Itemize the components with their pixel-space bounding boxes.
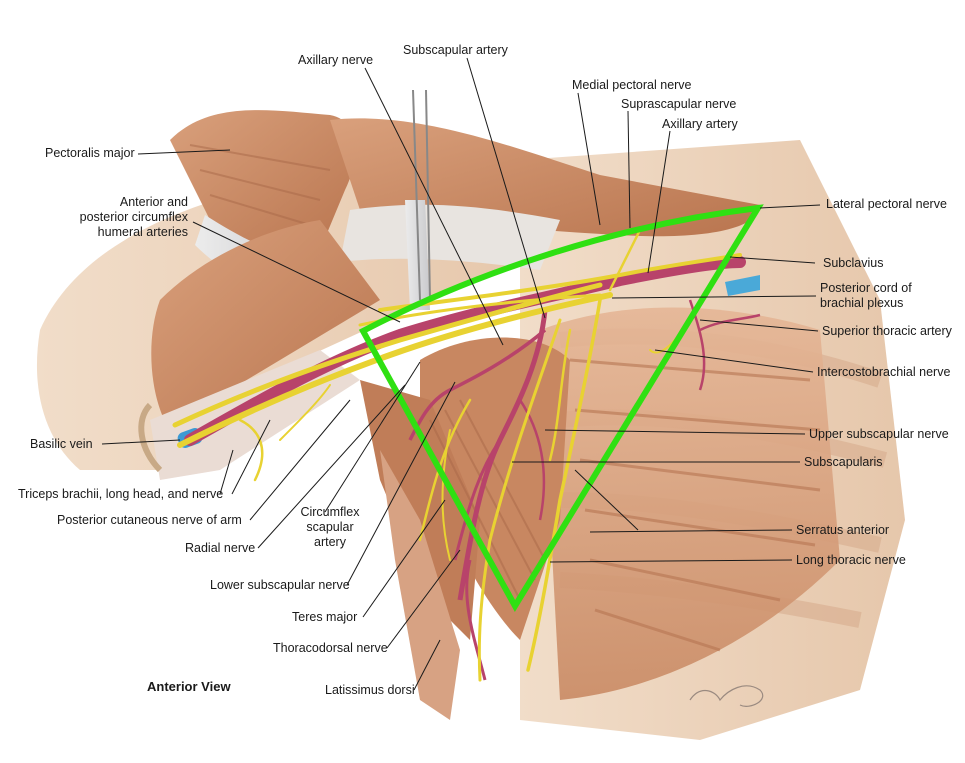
label-intercostobrachial-nerve: Intercostobrachial nerve bbox=[817, 365, 951, 379]
view-title: Anterior View bbox=[147, 679, 231, 694]
latissimus-dorsi-muscle bbox=[380, 450, 460, 720]
label-circumflex-scapular-artery: Circumflex scapular artery bbox=[300, 505, 360, 549]
label-upper-subscapular-nerve: Upper subscapular nerve bbox=[809, 427, 949, 441]
label-posterior-cutaneous-nerve: Posterior cutaneous nerve of arm bbox=[57, 513, 242, 527]
posterior-cord bbox=[378, 253, 742, 312]
label-axillary-nerve: Axillary nerve bbox=[298, 53, 374, 67]
clavipectoral-white bbox=[340, 204, 560, 270]
subscapularis-muscle bbox=[420, 337, 570, 640]
label-lower-subscapular-nerve: Lower subscapular nerve bbox=[210, 578, 350, 592]
label-serratus-anterior: Serratus anterior bbox=[796, 523, 890, 537]
label-subclavius: Subclavius bbox=[823, 256, 884, 270]
arm-lower-tissue bbox=[150, 350, 360, 480]
thoracodorsal-path bbox=[477, 318, 562, 682]
label-subscapular-artery: Subscapular artery bbox=[403, 43, 508, 57]
label-lateral-pectoral-nerve: Lateral pectoral nerve bbox=[826, 197, 947, 211]
label-pectoralis-major: Pectoralis major bbox=[45, 146, 135, 160]
axilla-triangle-highlight bbox=[358, 204, 764, 612]
radial-nerve bbox=[177, 292, 613, 448]
leader-lines bbox=[101, 57, 821, 691]
serratus-anterior-muscle bbox=[540, 307, 840, 700]
label-posterior-cord: Posterior cord of brachial plexus bbox=[820, 281, 912, 310]
label-medial-pectoral-nerve: Medial pectoral nerve bbox=[572, 78, 692, 92]
label-teres-major: Teres major bbox=[292, 610, 358, 624]
label-superior-thoracic-artery: Superior thoracic artery bbox=[822, 324, 952, 338]
label-basilic-vein: Basilic vein bbox=[30, 437, 93, 451]
label-axillary-artery: Axillary artery bbox=[662, 117, 738, 131]
label-long-thoracic-nerve: Long thoracic nerve bbox=[796, 553, 906, 567]
arm-muscle bbox=[151, 220, 380, 430]
axillary-artery bbox=[184, 256, 746, 446]
label-thoracodorsal-nerve: Thoracodorsal nerve bbox=[273, 641, 388, 655]
label-circumflex-humeral-arteries: Anterior and posterior circumflex humera… bbox=[79, 195, 188, 239]
label-radial-nerve: Radial nerve bbox=[185, 541, 256, 555]
label-latissimus-dorsi: Latissimus dorsi bbox=[325, 683, 415, 697]
label-suprascapular-nerve: Suprascapular nerve bbox=[621, 97, 737, 111]
subclavian-vein-end bbox=[725, 275, 760, 296]
label-subscapularis: Subscapularis bbox=[804, 455, 883, 469]
teres-major-muscle bbox=[360, 380, 480, 640]
label-triceps-brachii: Triceps brachii, long head, and nerve bbox=[18, 487, 224, 501]
pectoralis-major-muscle bbox=[170, 110, 355, 254]
artist-signature bbox=[689, 685, 764, 707]
long-thoracic-path bbox=[526, 298, 602, 672]
